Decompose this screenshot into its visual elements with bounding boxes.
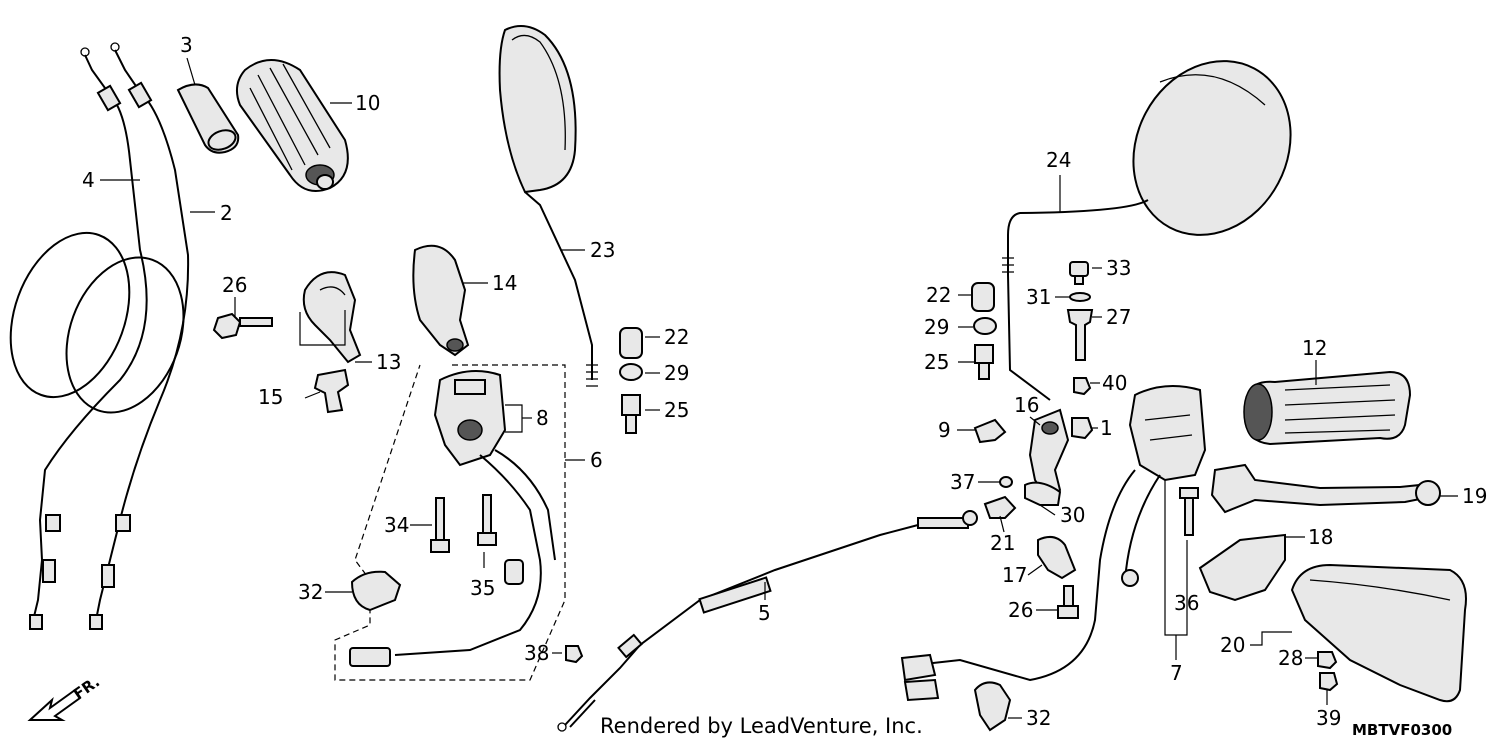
hand-guard-20: [1290, 563, 1467, 703]
callout-5: 5: [758, 601, 771, 625]
callout-35: 35: [470, 576, 495, 600]
callout-24: 24: [1046, 148, 1071, 172]
callout-2: 2: [220, 201, 233, 225]
callout-37: 37: [950, 470, 975, 494]
bolt-34: [430, 497, 450, 553]
callout-30: 30: [1060, 503, 1085, 527]
clamp-32-right: [973, 681, 1012, 732]
adjuster-21: [983, 495, 1017, 519]
bolt-26-right: [1057, 585, 1079, 619]
callout-18: 18: [1308, 525, 1333, 549]
callout-21: 21: [990, 531, 1015, 555]
cable-loops: [9, 231, 185, 414]
callout-8: 8: [536, 406, 549, 430]
nuts-22-29-25-center: [619, 327, 643, 434]
callout-labels: 3 10 4 2 26 13 15 14 23 22 29 25 8 6 34 …: [82, 33, 1487, 730]
switch-assembly-6: [334, 364, 566, 681]
callout-26-left: 26: [222, 273, 247, 297]
mirror-right-24: [1002, 60, 1292, 401]
bolt-26: [212, 312, 273, 340]
bolt-28: [1317, 651, 1338, 670]
callout-12: 12: [1302, 336, 1327, 360]
grip-10: [235, 59, 349, 192]
switch-9: [973, 418, 1007, 444]
callout-20: 20: [1220, 633, 1245, 657]
callout-28: 28: [1278, 646, 1303, 670]
cable-joint-15: [313, 368, 350, 414]
callout-10: 10: [355, 91, 380, 115]
callout-29-right: 29: [924, 315, 949, 339]
callout-26-right: 26: [1008, 598, 1033, 622]
nuts-22-29-25-right: [971, 282, 997, 380]
nut-1: [1071, 417, 1094, 440]
throttle-housing-13: [302, 271, 362, 364]
callout-19: 19: [1462, 484, 1487, 508]
callout-22-center: 22: [664, 325, 689, 349]
callout-25-right: 25: [924, 350, 949, 374]
callout-40: 40: [1102, 371, 1127, 395]
render-credit: Rendered by LeadVenture, Inc.: [600, 714, 923, 738]
clamp-32-left: [350, 570, 402, 612]
callout-39: 39: [1316, 706, 1341, 730]
callout-31: 31: [1026, 285, 1051, 309]
callout-7: 7: [1170, 661, 1183, 685]
callout-4: 4: [82, 168, 95, 192]
throttle-cable-2: [89, 42, 190, 630]
front-direction-arrow: FR.: [27, 673, 103, 721]
callout-16: 16: [1014, 393, 1039, 417]
bolt-36: [1179, 487, 1199, 536]
diagram-code: MBTVF0300: [1352, 721, 1452, 739]
throttle-sleeve-3: [176, 83, 240, 154]
callout-22-right: 22: [926, 283, 951, 307]
mirror-left-23: [498, 25, 598, 387]
callout-1: 1: [1100, 416, 1113, 440]
switch-housing-7: [900, 385, 1207, 702]
callout-25-center: 25: [664, 398, 689, 422]
nut-38: [565, 645, 584, 664]
callout-32-left: 32: [298, 580, 323, 604]
callout-36: 36: [1174, 591, 1199, 615]
screw-37: [999, 476, 1013, 488]
throttle-housing-14: [412, 244, 470, 357]
clutch-cable-5: [557, 510, 978, 732]
callout-15: 15: [258, 385, 283, 409]
callout-17: 17: [1002, 563, 1027, 587]
leader-lines: [100, 57, 1458, 719]
bracket-17: [1037, 535, 1077, 580]
nut-39: [1319, 672, 1339, 692]
callout-27: 27: [1106, 305, 1131, 329]
grip-12: [1243, 370, 1412, 446]
callout-6: 6: [590, 448, 603, 472]
callout-33: 33: [1106, 256, 1131, 280]
callout-34: 34: [384, 513, 409, 537]
callout-13: 13: [376, 350, 401, 374]
lever-cover-18: [1198, 533, 1286, 602]
throttle-cable-4: [29, 47, 148, 630]
bolt-35: [477, 494, 497, 546]
clamp-30: [1024, 481, 1062, 506]
callout-9: 9: [938, 418, 951, 442]
clutch-lever-19: [1210, 463, 1441, 514]
bolt-stack-33-31-27-40: [1066, 261, 1094, 396]
callout-29-center: 29: [664, 361, 689, 385]
callout-23: 23: [590, 238, 615, 262]
lever-holder-16: [1028, 408, 1070, 502]
callout-38: 38: [524, 641, 549, 665]
callout-3: 3: [180, 33, 193, 57]
switch-housing-8: [349, 370, 556, 667]
callout-14: 14: [492, 271, 517, 295]
callout-32-right: 32: [1026, 706, 1051, 730]
